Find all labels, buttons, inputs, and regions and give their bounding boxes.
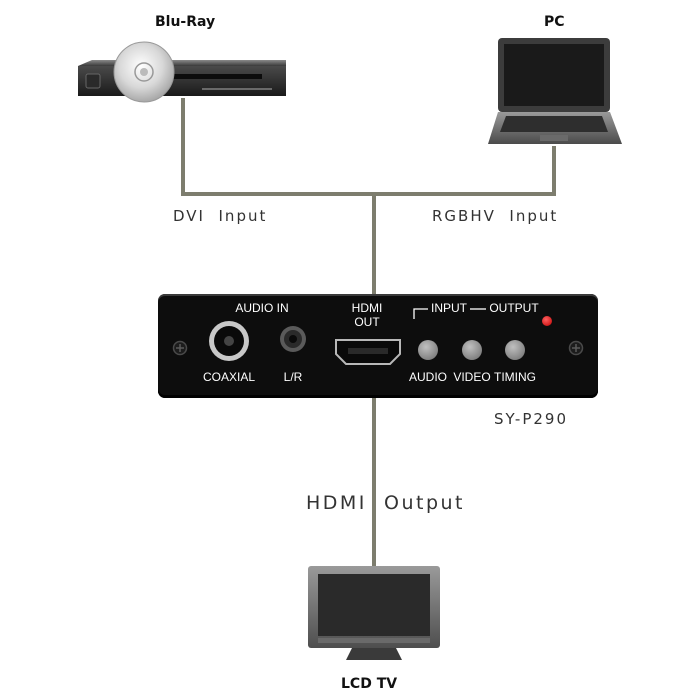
input-output-bracket-icon: [413, 308, 486, 319]
audio-input-button[interactable]: [418, 340, 438, 360]
dvi-input-label: DVI Input: [173, 207, 268, 225]
hdmi-port-icon: [335, 339, 401, 365]
lr-jack-icon: [280, 326, 306, 352]
bluray-player-icon: [78, 41, 286, 103]
pc-label: PC: [544, 14, 565, 30]
laptop-icon: [488, 38, 622, 144]
hdmi-out-label-line2: OUT: [354, 315, 380, 329]
video-button-label: VIDEO: [453, 370, 491, 384]
coaxial-jack-icon: [209, 321, 249, 361]
audio-in-label: AUDIO IN: [235, 301, 289, 315]
input-group-label: INPUT: [431, 301, 467, 315]
screw-right-icon: [568, 340, 584, 356]
rgbhv-input-label: RGBHV Input: [432, 207, 559, 225]
converter-input-cable: [372, 192, 376, 296]
video-input-button[interactable]: [462, 340, 482, 360]
timing-button-label: TIMING: [494, 370, 536, 384]
hdmi-output-cable: [372, 398, 376, 570]
lr-label: L/R: [283, 370, 303, 384]
coaxial-label: COAXIAL: [202, 370, 256, 384]
hdmi-out-label-line1: HDMI: [351, 301, 383, 315]
timing-output-button[interactable]: [505, 340, 525, 360]
screw-left-icon: [172, 340, 188, 356]
model-label: SY-P290: [494, 410, 568, 428]
power-led: [542, 316, 552, 326]
bluray-cable: [181, 98, 185, 196]
hdmi-output-label: HDMI Output: [306, 492, 465, 514]
lcd-tv-label: LCD TV: [341, 676, 398, 692]
lcd-tv-icon: [308, 566, 440, 660]
pc-cable: [552, 146, 556, 196]
bluray-label: Blu-Ray: [155, 14, 216, 30]
output-group-label: OUTPUT: [489, 301, 539, 315]
input-bus-cable: [181, 192, 556, 196]
audio-button-label: AUDIO: [408, 370, 447, 384]
